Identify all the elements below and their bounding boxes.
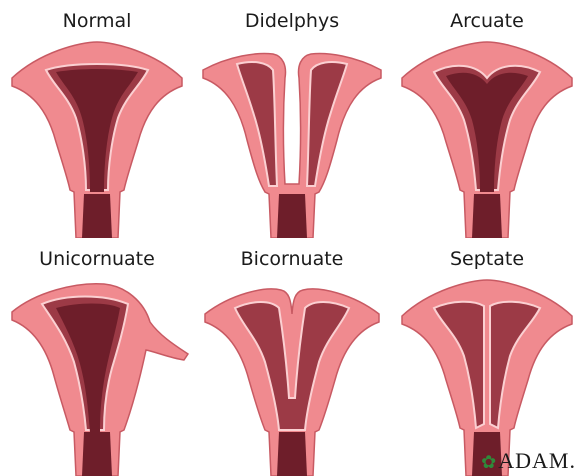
adam-logo-text: ADAM.	[498, 448, 576, 473]
unicornuate-uterus-illustration	[0, 238, 194, 476]
panel-didelphys: Didelphys	[195, 0, 389, 238]
panel-bicornuate: Bicornuate	[195, 238, 389, 476]
panel-arcuate: Arcuate	[390, 0, 584, 238]
panel-unicornuate: Unicornuate	[0, 238, 194, 476]
didelphys-uterus-illustration	[195, 0, 389, 238]
arcuate-uterus-illustration	[390, 0, 584, 238]
normal-uterus-illustration	[0, 0, 194, 238]
bicornuate-uterus-illustration	[195, 238, 389, 476]
adam-logo: ✿ADAM.	[481, 448, 576, 474]
panel-normal: Normal	[0, 0, 194, 238]
septate-uterus-illustration	[390, 238, 584, 476]
panel-septate: Septate	[390, 238, 584, 476]
leaf-icon: ✿	[481, 452, 497, 472]
